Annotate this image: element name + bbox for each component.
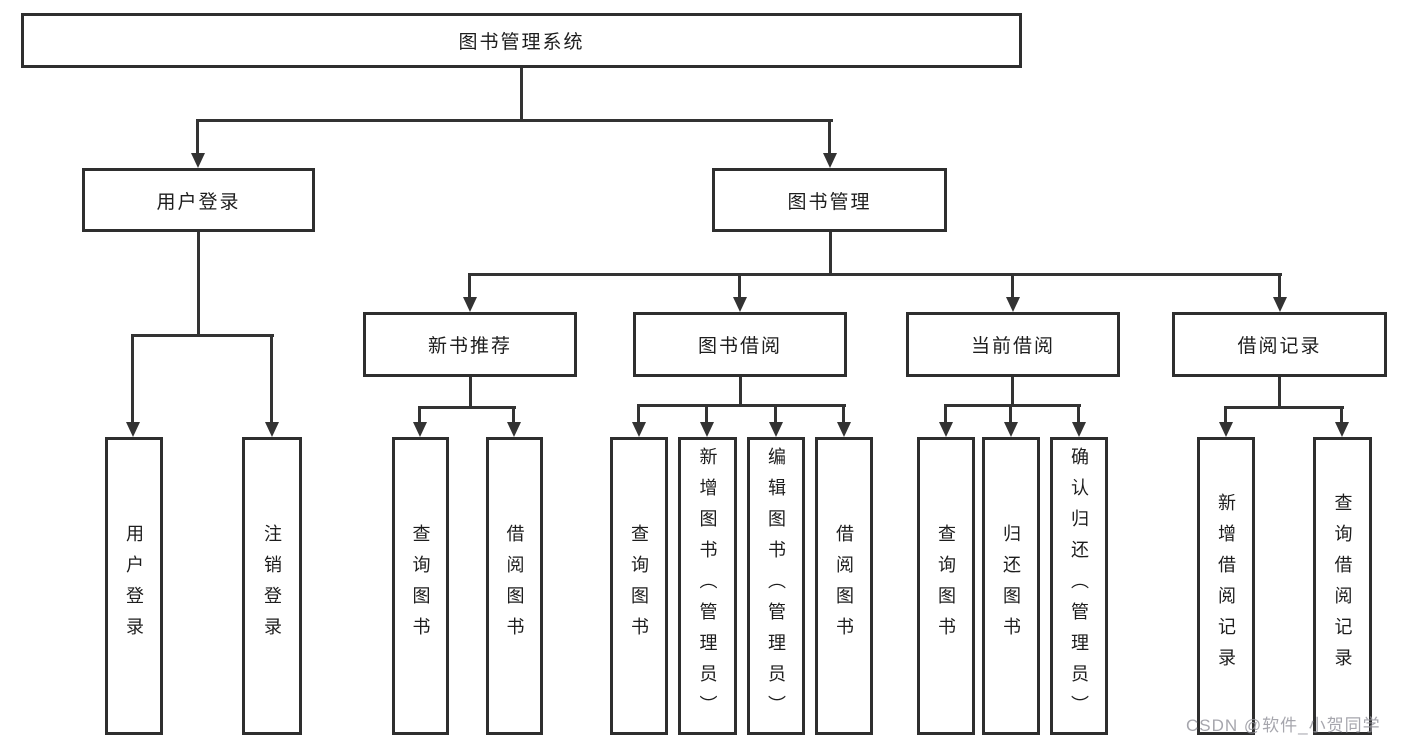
- connector-new-book-stub: [469, 377, 472, 407]
- leaf-confirm-return-admin: 确认归还（管理员）: [1050, 437, 1108, 735]
- arrow-down-icon: [126, 335, 140, 437]
- arrow-down-icon: [1273, 274, 1287, 312]
- arrow-down-icon: [823, 120, 837, 168]
- arrow-down-icon: [1004, 405, 1018, 437]
- arrow-down-icon: [632, 405, 646, 437]
- leaf-query-borrow-record: 查询借阅记录: [1313, 437, 1372, 735]
- arrow-down-icon: [191, 120, 205, 168]
- arrow-down-icon: [1219, 407, 1233, 437]
- leaf-user-login: 用户登录: [105, 437, 163, 735]
- leaf-borrow-book: 借阅图书: [486, 437, 543, 735]
- node-book-management: 图书管理: [712, 168, 947, 232]
- connector-new-book-hline: [418, 406, 516, 409]
- arrow-down-icon: [1006, 274, 1020, 312]
- csdn-watermark: CSDN @软件_小贺同学: [1186, 716, 1381, 735]
- connector-borrow-records-stub: [1278, 377, 1281, 407]
- leaf-logout: 注销登录: [242, 437, 302, 735]
- arrow-down-icon: [265, 335, 279, 437]
- leaf-query-book: 查询图书: [917, 437, 975, 735]
- leaf-query-book: 查询图书: [392, 437, 449, 735]
- connector-level2-hline: [196, 119, 833, 122]
- leaf-add-borrow-record: 新增借阅记录: [1197, 437, 1255, 735]
- arrow-down-icon: [769, 405, 783, 437]
- arrow-down-icon: [463, 274, 477, 312]
- arrow-down-icon: [507, 407, 521, 437]
- leaf-query-book: 查询图书: [610, 437, 668, 735]
- arrow-down-icon: [837, 405, 851, 437]
- node-user-login: 用户登录: [82, 168, 315, 232]
- node-new-book-recommend: 新书推荐: [363, 312, 577, 377]
- leaf-borrow-book: 借阅图书: [815, 437, 873, 735]
- arrow-down-icon: [413, 407, 427, 437]
- leaf-add-book-admin: 新增图书（管理员）: [678, 437, 737, 735]
- connector-current-borrow-hline: [944, 404, 1081, 407]
- leaf-return-book: 归还图书: [982, 437, 1040, 735]
- connector-borrow-records-hline: [1224, 406, 1344, 409]
- arrow-down-icon: [700, 405, 714, 437]
- node-current-borrow: 当前借阅: [906, 312, 1120, 377]
- leaf-edit-book-admin: 编辑图书（管理员）: [747, 437, 805, 735]
- arrow-down-icon: [939, 405, 953, 437]
- node-root: 图书管理系统: [21, 13, 1022, 68]
- arrow-down-icon: [733, 274, 747, 312]
- connector-user-login-stub: [197, 232, 200, 335]
- node-book-borrow: 图书借阅: [633, 312, 847, 377]
- arrow-down-icon: [1335, 407, 1349, 437]
- connector-book-borrow-hline: [637, 404, 846, 407]
- connector-root-stub: [520, 68, 523, 121]
- connector-level3-hline: [468, 273, 1282, 276]
- arrow-down-icon: [1072, 405, 1086, 437]
- node-borrow-records: 借阅记录: [1172, 312, 1387, 377]
- connector-book-management-stub: [829, 232, 832, 274]
- connector-book-borrow-stub: [739, 377, 742, 405]
- connector-current-borrow-stub: [1011, 377, 1014, 405]
- connector-user-login-hline: [131, 334, 274, 337]
